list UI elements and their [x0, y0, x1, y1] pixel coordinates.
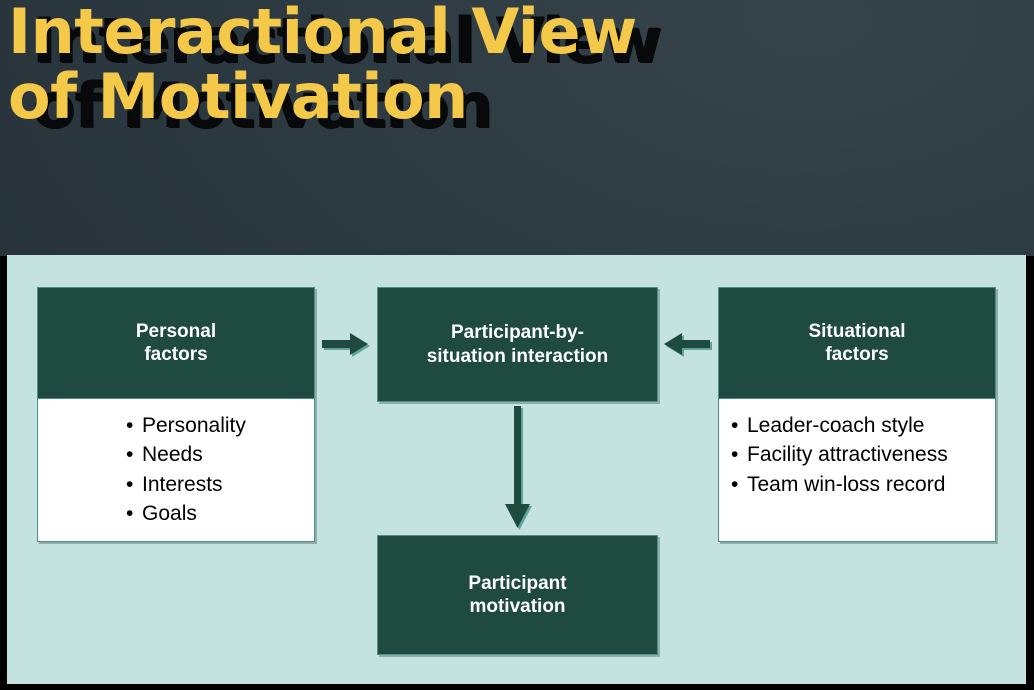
list-item: Team win-loss record: [731, 470, 995, 499]
title-header-band: Interactional View of Motivation: [0, 0, 1034, 256]
list-item: Goals: [126, 499, 314, 528]
box-motivation-title-line-1: Participant: [468, 572, 567, 594]
box-personal-factors-title-line-1: Personal: [135, 320, 217, 342]
box-interaction-header: Participant-by- situation interaction: [378, 288, 657, 401]
page-title: Interactional View of Motivation: [8, 0, 1008, 133]
list-item: Facility attractiveness: [731, 440, 995, 469]
box-participant-motivation[interactable]: Participant motivation: [377, 535, 658, 655]
box-motivation-header: Participant motivation: [378, 536, 657, 654]
situational-factors-bullet-list: Leader-coach style Facility attractivene…: [719, 399, 995, 499]
list-item: Leader-coach style: [731, 411, 995, 440]
arrow-left-icon: [664, 333, 714, 361]
box-situational-factors-title-line-1: Situational: [808, 320, 906, 342]
box-personal-factors-header: Personal factors: [38, 288, 314, 398]
arrow-right-icon: [322, 333, 372, 361]
box-situational-factors[interactable]: Situational factors Leader-coach style F…: [718, 287, 996, 542]
box-interaction-title-line-2: situation interaction: [426, 345, 609, 367]
box-participant-by-situation-interaction[interactable]: Participant-by- situation interaction: [377, 287, 658, 402]
box-situational-factors-header: Situational factors: [719, 288, 995, 398]
page-title-line-2: of Motivation: [8, 59, 468, 133]
page-title-line-1: Interactional View: [8, 0, 637, 68]
box-situational-factors-body: Leader-coach style Facility attractivene…: [719, 398, 995, 541]
list-item: Interests: [126, 470, 314, 499]
box-motivation-title-line-2: motivation: [469, 596, 566, 617]
list-item: Personality: [126, 411, 314, 440]
personal-factors-bullet-list: Personality Needs Interests Goals: [38, 399, 314, 529]
box-interaction-title-line-1: Participant-by-: [450, 322, 585, 344]
box-personal-factors[interactable]: Personal factors Personality Needs Inter…: [37, 287, 315, 542]
list-item: Needs: [126, 440, 314, 469]
box-situational-factors-title-line-2: factors: [825, 344, 889, 365]
box-personal-factors-body: Personality Needs Interests Goals: [38, 398, 314, 541]
arrow-down-icon: [504, 406, 534, 532]
box-personal-factors-title-line-2: factors: [144, 344, 208, 365]
